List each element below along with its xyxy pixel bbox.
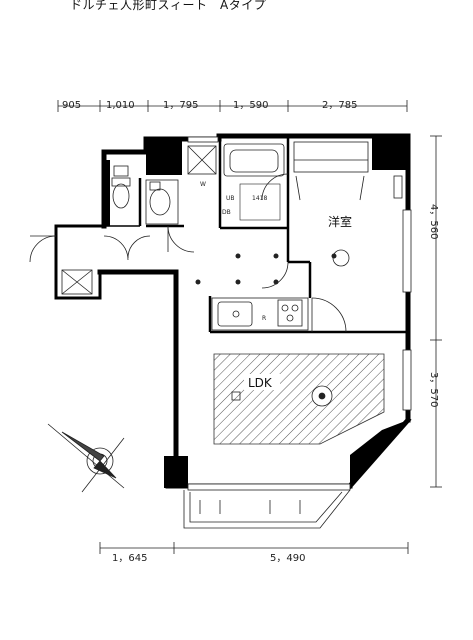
washing-machine (187, 145, 217, 175)
dim-top-5: 2，785 (322, 100, 357, 111)
ub-label: UB (226, 195, 235, 202)
ceiling-lights (195, 253, 337, 285)
dim-right-2: 3，570 (428, 372, 439, 407)
dim-top-1: 905 (62, 100, 81, 111)
wm-label: W (200, 181, 206, 188)
washbasin (145, 179, 179, 225)
dim-right-1: 4，560 (428, 204, 439, 239)
wall-columns (104, 136, 408, 488)
ldk-outlet (231, 391, 241, 401)
western-outlet (332, 175, 403, 267)
bottom-dimension-line (99, 542, 409, 554)
dim-bottom-1: 1，645 (112, 553, 147, 564)
ub-size-label: 1418 (252, 195, 267, 202)
ldk-ceiling-light (311, 385, 333, 407)
ub-grid (239, 183, 281, 221)
bathtub (223, 143, 285, 177)
dim-top-3: 1，795 (163, 100, 198, 111)
toilet (111, 165, 131, 209)
dim-top-4: 1，590 (233, 100, 268, 111)
western-closet (293, 141, 369, 201)
db-label: DB (222, 209, 231, 216)
ldk-label-bg (244, 374, 280, 390)
compass-icon (47, 423, 125, 493)
balcony (183, 489, 351, 529)
dim-bottom-2: 5，490 (270, 553, 305, 564)
windows (187, 136, 412, 491)
room-label-western: 洋室 (328, 214, 352, 229)
room-label-ldk: LDK (248, 376, 273, 390)
dim-top-2: 1,010 (106, 100, 135, 111)
shoe-closet (61, 269, 93, 295)
right-dimension-line (430, 135, 442, 488)
kitchen (211, 297, 309, 331)
plan-title: ドルチェ人形町スィート Aタイプ (70, 0, 267, 12)
ldk-hatched-floor (213, 353, 385, 445)
fridge-label: R (262, 315, 266, 322)
interior-walls (104, 136, 408, 334)
top-dimension-line (57, 100, 408, 112)
door-swings (29, 173, 347, 333)
